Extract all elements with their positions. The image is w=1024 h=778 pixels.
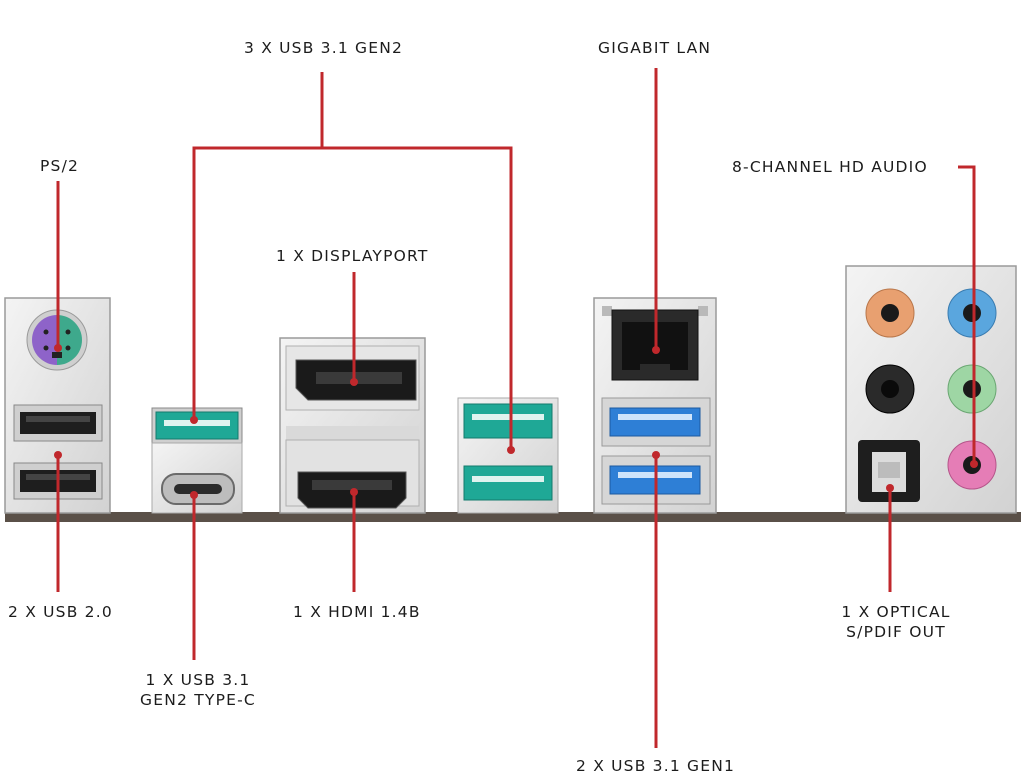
label-hdmi: 1 X HDMI 1.4B bbox=[293, 603, 421, 621]
callout-hd-audio bbox=[958, 165, 976, 464]
label-typec: 1 X USB 3.1 GEN2 TYPE-C bbox=[118, 670, 278, 710]
label-optical: 1 X OPTICAL S/PDIF OUT bbox=[812, 602, 980, 642]
callout-usb31-gen2 bbox=[192, 72, 513, 450]
label-usb31-gen2: 3 X USB 3.1 GEN2 bbox=[244, 39, 404, 57]
usb31-gen2-port-top bbox=[463, 403, 553, 439]
callout-dots bbox=[54, 344, 978, 499]
board-edge bbox=[5, 512, 1021, 522]
label-optical-line2: S/PDIF OUT bbox=[846, 623, 946, 641]
label-gigabit-lan: GIGABIT LAN bbox=[598, 39, 712, 57]
label-typec-line1: 1 X USB 3.1 bbox=[145, 671, 251, 689]
usb31-gen2-double-stack bbox=[457, 397, 559, 514]
usb31-gen2-typec-stack bbox=[151, 407, 243, 514]
label-hd-audio: 8-CHANNEL HD AUDIO bbox=[732, 158, 928, 176]
label-ps2: PS/2 bbox=[40, 157, 80, 175]
label-typec-line2: GEN2 TYPE-C bbox=[140, 691, 256, 709]
label-usb20: 2 X USB 2.0 bbox=[8, 603, 113, 621]
label-displayport: 1 X DISPLAYPORT bbox=[276, 247, 429, 265]
usb31-gen1-port-top bbox=[609, 407, 701, 437]
callout-lines bbox=[56, 68, 976, 748]
usb31-gen2-port-bottom bbox=[463, 465, 553, 501]
label-usb31-gen1: 2 X USB 3.1 GEN1 bbox=[576, 757, 736, 775]
label-optical-line1: 1 X OPTICAL bbox=[841, 603, 951, 621]
audio-stack bbox=[845, 265, 1017, 514]
